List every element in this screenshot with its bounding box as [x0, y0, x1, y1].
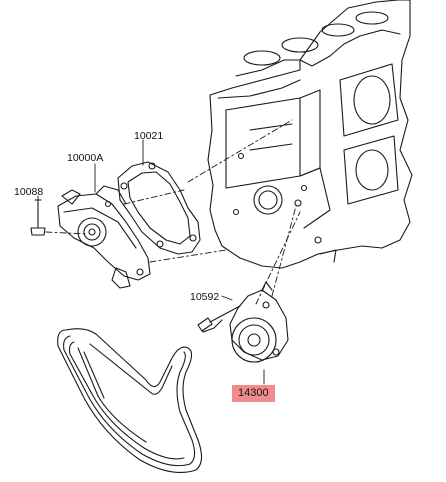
water-pump-gasket — [117, 161, 201, 255]
leader-lines — [37, 139, 265, 385]
part-label-14300[interactable]: 14300 — [232, 385, 275, 402]
engine-block — [207, 0, 413, 269]
part-label-10021[interactable]: 10021 — [134, 130, 164, 142]
alignment-lines — [45, 119, 301, 305]
part-label-10592[interactable]: 10592 — [190, 291, 220, 303]
bolt-10592 — [197, 305, 241, 333]
water-pump — [57, 185, 151, 289]
part-label-10088[interactable]: 10088 — [14, 186, 44, 198]
belt-tensioner — [229, 281, 289, 363]
drive-belt — [57, 328, 203, 473]
bolt-10088 — [30, 199, 46, 236]
part-label-10000a[interactable]: 10000A — [67, 152, 104, 164]
